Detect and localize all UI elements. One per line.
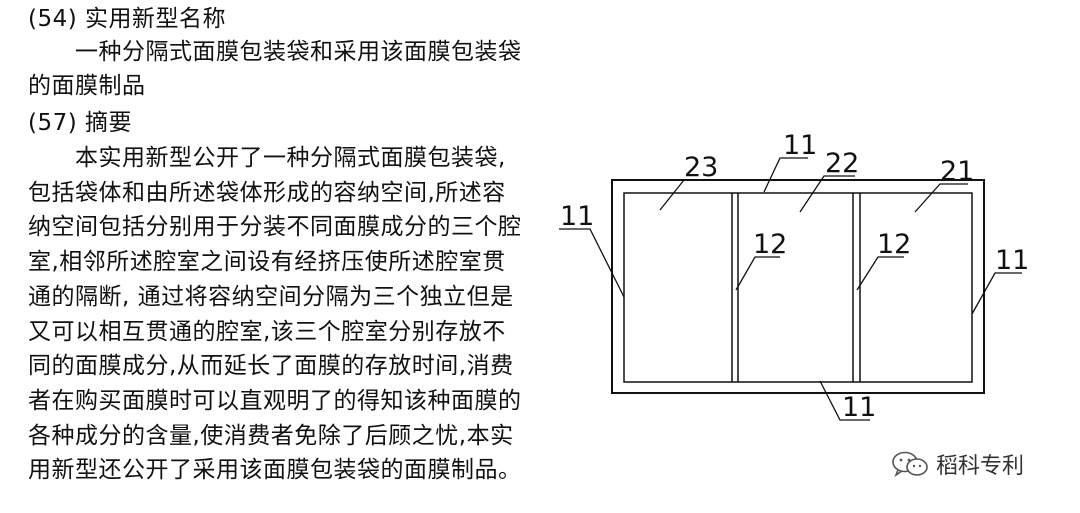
bag-inner-frame <box>623 192 973 383</box>
leader-left-11 <box>559 228 625 298</box>
leader-22 <box>799 175 855 213</box>
label-21: 21 <box>940 156 974 187</box>
label-bottom-11: 11 <box>842 392 876 423</box>
leader-top-11 <box>763 157 808 193</box>
leader-bottom-11 <box>819 380 870 421</box>
label-left-12: 12 <box>753 229 787 260</box>
utility-model-name-line-2: 的面膜制品 <box>28 73 146 99</box>
abstract-line-6: 又可以相互贯通的腔室,该三个腔室分别存放不 <box>28 319 506 345</box>
label-right-11: 11 <box>995 245 1029 276</box>
leader-right-11 <box>971 272 1022 315</box>
watermark: 稻科专利 <box>890 448 1024 480</box>
label-top-11: 11 <box>783 130 817 161</box>
abstract-line-7: 同的面膜成分,从而延长了面膜的存放时间,消费 <box>28 353 514 379</box>
label-right-12: 12 <box>877 229 911 260</box>
leader-left-12 <box>735 256 780 291</box>
label-22: 22 <box>825 148 859 179</box>
abstract-line-9: 各种成分的含量,使消费者免除了后顾之忧,本实 <box>28 423 514 449</box>
leader-right-12 <box>856 256 904 291</box>
abstract-line-8: 者在购买面膜时可以直观明了的得知该种面膜的 <box>28 388 522 414</box>
patent-drawing: 11 23 22 21 11 12 12 11 11 <box>559 130 1029 423</box>
abstract-line-4: 室,相邻所述腔室之间设有经挤压使所述腔室贯 <box>28 249 506 275</box>
section-57-label: (57) 摘要 <box>28 110 133 136</box>
leader-23 <box>659 179 712 211</box>
bag-outer-frame <box>611 179 985 394</box>
abstract-line-5: 通的隔断, 通过将容纳空间分隔为三个独立但是 <box>28 284 514 310</box>
abstract-line-3: 纳空间包括分别用于分装不同面膜成分的三个腔 <box>28 214 522 240</box>
label-left-11: 11 <box>560 201 594 232</box>
wechat-icon <box>892 451 928 478</box>
section-54-label: (54) 实用新型名称 <box>28 6 227 32</box>
abstract-line-2: 包括袋体和由所述袋体形成的容纳空间,所述容 <box>28 180 506 206</box>
abstract-line-1: 本实用新型公开了一种分隔式面膜包装袋, <box>75 145 506 171</box>
abstract-line-10: 用新型还公开了采用该面膜包装袋的面膜制品。 <box>28 457 522 483</box>
label-23: 23 <box>684 152 718 183</box>
utility-model-name-line-1: 一种分隔式面膜包装袋和采用该面膜包装袋 <box>75 39 522 65</box>
watermark-text: 稻科专利 <box>936 454 1025 479</box>
leader-21 <box>914 183 968 213</box>
